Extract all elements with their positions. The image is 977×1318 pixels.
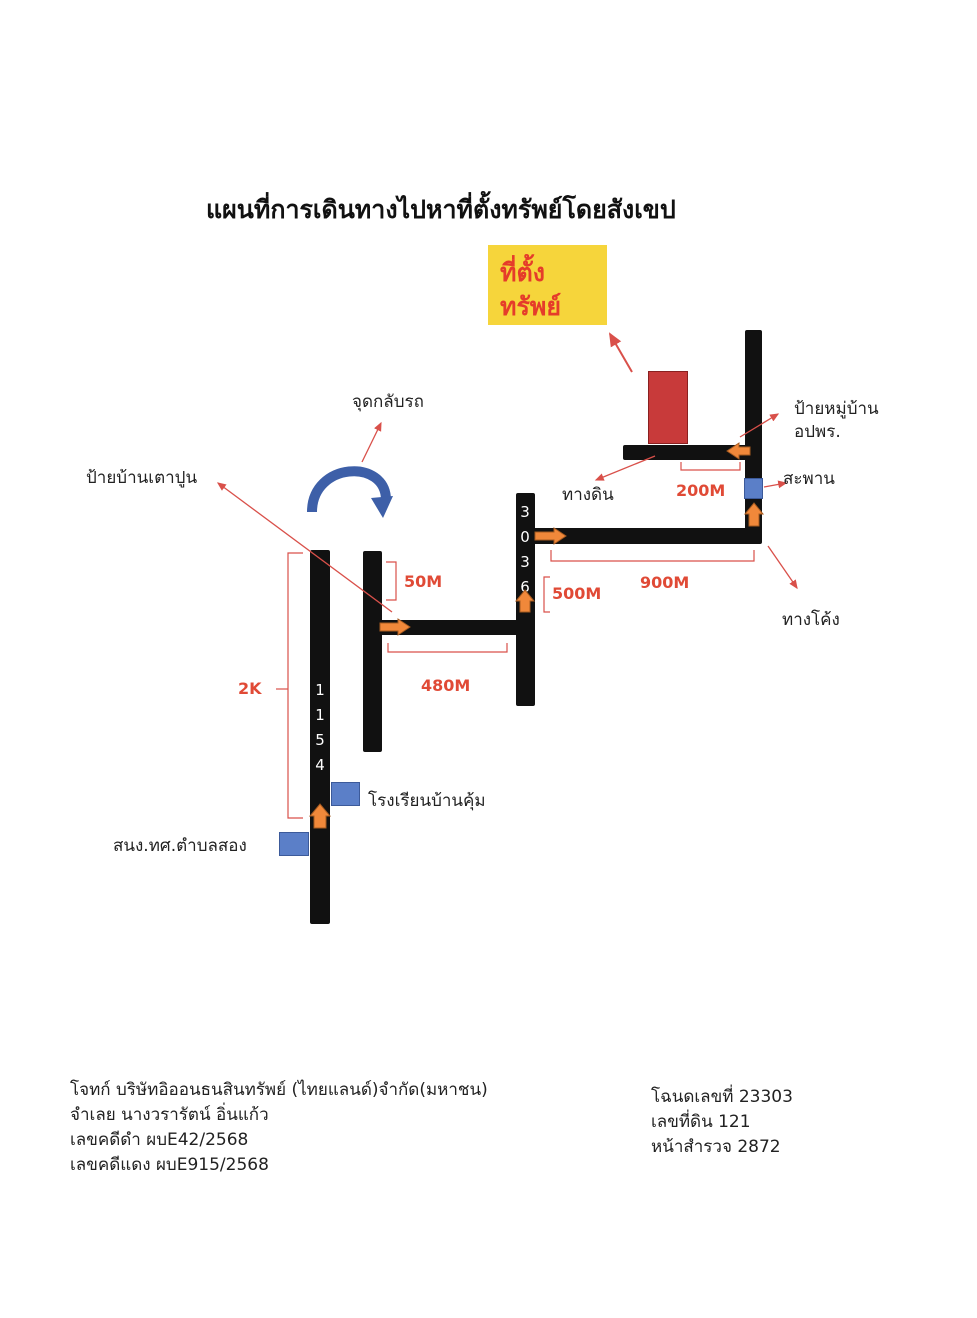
uturn-arrow-head-icon: [371, 496, 393, 518]
pointer-dirt-road: [594, 455, 656, 481]
bracket-200m: [680, 462, 741, 471]
label-bridge: สะพาน: [783, 469, 835, 489]
distance-200m: 200M: [676, 481, 726, 500]
distance-480m: 480M: [421, 676, 471, 695]
pointer-village-sign-right: [739, 413, 780, 438]
label-village-sign-right-2: อปพร.: [794, 422, 841, 442]
black-case-number: เลขคดีดำ ผบE42/2568: [70, 1130, 249, 1150]
pointer-bridge: [763, 480, 788, 489]
bracket-900m: [550, 550, 755, 562]
road-1154-digit: 1: [315, 681, 325, 699]
land-number: เลขที่ดิน 121: [651, 1112, 751, 1132]
label-office: สนง.ทศ.ตำบลสอง: [113, 836, 247, 856]
road-1154-digit: 1: [315, 706, 325, 724]
badge-line-1: ที่ตั้ง: [500, 258, 545, 287]
pointer-uturn: [361, 421, 382, 463]
map-title: แผนที่การเดินทางไปหาที่ตั้งทรัพย์โดยสังเ…: [206, 195, 676, 224]
arrow-up-icon: [308, 803, 332, 829]
road-900m: [533, 528, 761, 544]
distance-500m: 500M: [552, 584, 602, 603]
bracket-500m: [543, 576, 550, 613]
distance-2k: 2K: [238, 679, 262, 698]
road-1154: [310, 550, 330, 924]
deed-number: โฉนดเลขที่ 23303: [651, 1087, 793, 1107]
property-marker: [648, 371, 688, 444]
arrow-up-icon: [743, 502, 765, 527]
property-badge: ที่ตั้ง ทรัพย์: [488, 245, 607, 325]
road-1154-digit: 4: [315, 756, 325, 774]
arrow-right-icon: [534, 527, 567, 545]
survey-page: หน้าสำรวจ 2872: [651, 1137, 781, 1157]
bridge-marker: [744, 478, 763, 499]
road-3036-digit: 3: [520, 503, 530, 521]
pointer-curve: [767, 545, 798, 590]
red-case-number: เลขคดีแดง ผบE915/2568: [70, 1155, 269, 1175]
label-village-sign-right-1: ป้ายหมู่บ้าน: [794, 399, 879, 419]
road-1154-digit: 5: [315, 731, 325, 749]
road-3036-digit: 3: [520, 553, 530, 571]
label-curve: ทางโค้ง: [782, 610, 840, 630]
distance-50m: 50M: [404, 572, 443, 591]
label-village-sign-left: ป้ายบ้านเตาปูน: [86, 468, 198, 488]
arrow-up-icon: [514, 589, 536, 613]
arrow-right-icon: [379, 618, 411, 636]
footer-case-info: โจทก์ บริษัทอิออนธนสินทรัพย์ (ไทยแลนด์)จ…: [70, 1078, 488, 1178]
bracket-480m: [387, 643, 508, 653]
plaintiff: โจทก์ บริษัทอิออนธนสินทรัพย์ (ไทยแลนด์)จ…: [70, 1080, 488, 1100]
defendant: จำเลย นางวรารัตน์ อิ่นแก้ว: [70, 1105, 269, 1125]
arrow-left-icon: [726, 442, 751, 460]
label-school: โรงเรียนบ้านคุ้ม: [368, 791, 486, 811]
office-marker: [279, 832, 309, 856]
road-3036-digit: 0: [520, 528, 530, 546]
footer-land-info: โฉนดเลขที่ 23303 เลขที่ดิน 121 หน้าสำรวจ…: [651, 1085, 793, 1160]
bracket-50m: [386, 561, 397, 601]
school-marker: [331, 782, 360, 806]
label-uturn: จุดกลับรถ: [352, 392, 424, 412]
pointer-village-sign-left: [216, 482, 393, 613]
pointer-property: [608, 332, 633, 373]
badge-line-2: ทรัพย์: [500, 292, 562, 321]
bracket-2k: [287, 552, 303, 819]
road-480m: [380, 620, 525, 635]
label-dirt-road: ทางดิน: [562, 485, 614, 505]
distance-900m: 900M: [640, 573, 690, 592]
road-3036-digit: 6: [520, 578, 530, 596]
uturn-arrow-icon: [307, 466, 391, 513]
